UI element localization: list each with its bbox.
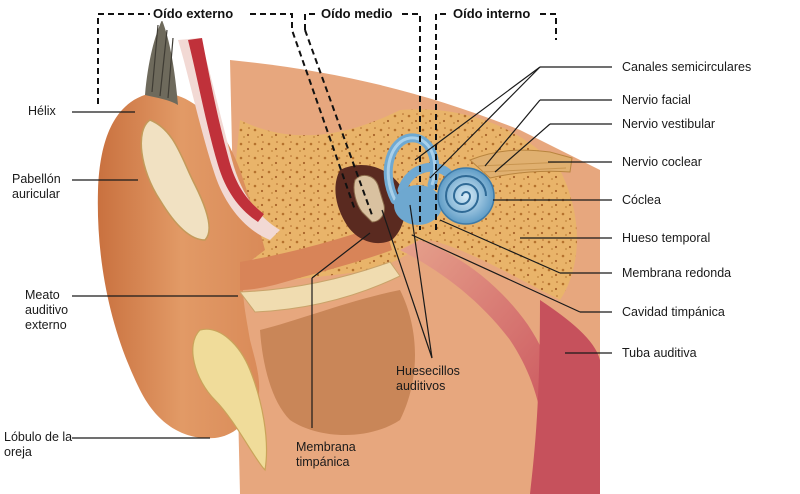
label-helix: Hélix xyxy=(28,104,56,118)
section-inner-ear: Oído interno xyxy=(450,6,534,21)
ossicles xyxy=(353,174,385,223)
label-meatus: Meato auditivo externo xyxy=(25,288,69,332)
pharynx-tissue xyxy=(530,300,600,494)
lobule-cartilage xyxy=(192,328,268,472)
vestibule xyxy=(394,185,442,225)
label-cochlear-nerve: Nervio coclear xyxy=(622,155,702,169)
cochlea-shape xyxy=(437,167,495,225)
label-vestibular-nerve: Nervio vestibular xyxy=(622,117,716,131)
ear-canal-wall xyxy=(239,261,401,313)
label-lobule: Lóbulo de la oreja xyxy=(4,430,73,459)
leader-lines xyxy=(72,66,612,439)
label-auditory-tube: Tuba auditiva xyxy=(622,346,697,360)
muscle-layer xyxy=(188,38,264,222)
lower-tissue xyxy=(260,290,415,435)
label-pinna: Pabellón auricular xyxy=(12,172,61,201)
label-semicircular-canals: Canales semicirculares xyxy=(622,60,752,74)
section-outer-ear: Oído externo xyxy=(150,6,237,21)
label-round-window: Membrana redonda xyxy=(622,266,732,280)
ear-canal xyxy=(240,226,392,290)
label-temporal-bone: Hueso temporal xyxy=(622,231,711,245)
helix-cartilage xyxy=(140,119,210,241)
label-cochlea: Cóclea xyxy=(622,193,661,207)
label-facial-nerve: Nervio facial xyxy=(622,93,691,107)
hair xyxy=(145,20,178,105)
section-middle-ear: Oído medio xyxy=(318,6,396,21)
section-brackets xyxy=(97,13,557,230)
label-ossicles: Huesecillos auditivos xyxy=(396,364,460,393)
label-tympanic-membrane: Membrana timpánica xyxy=(296,440,356,469)
label-tympanic-cavity: Cavidad timpánica xyxy=(622,305,725,319)
